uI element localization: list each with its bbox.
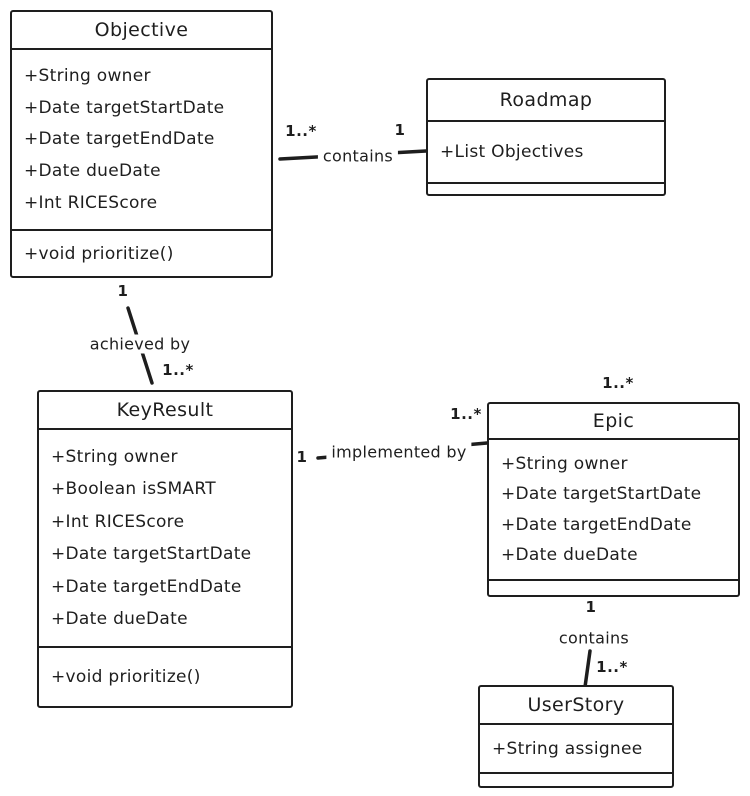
class-epic: Epic +String owner +Date targetStartDate…: [487, 402, 740, 597]
attribute: +Date targetEndDate: [51, 576, 242, 597]
multiplicity-epic-userstory-target: 1..*: [596, 658, 628, 676]
class-epic-methods: [489, 581, 738, 595]
attribute: +Int RICEScore: [51, 511, 185, 532]
attribute: +Date targetStartDate: [501, 484, 702, 505]
multiplicity-objective-roadmap-source: 1..*: [285, 122, 317, 140]
method: +void prioritize(): [51, 667, 201, 687]
attribute: +Date targetEndDate: [24, 129, 215, 150]
class-objective: Objective +String owner +Date targetStar…: [10, 10, 273, 278]
class-epic-attributes: +String owner +Date targetStartDate +Dat…: [489, 440, 738, 581]
class-keyresult-attributes: +String owner +Boolean isSMART +Int RICE…: [39, 430, 291, 648]
multiplicity-objective-roadmap-target: 1: [394, 121, 406, 139]
class-keyresult-name: KeyResult: [39, 392, 291, 430]
attribute: +Date dueDate: [501, 544, 638, 565]
multiplicity-keyresult-epic-source: 1: [296, 448, 308, 466]
multiplicity-floating-above-epic: 1..*: [602, 374, 634, 392]
attribute: +Date targetStartDate: [51, 544, 252, 565]
attribute: +Int RICEScore: [24, 193, 158, 214]
edge-label-objective-keyresult: achieved by: [84, 334, 196, 354]
class-objective-name: Objective: [12, 12, 271, 50]
attribute: +String assignee: [492, 738, 643, 759]
class-epic-name: Epic: [489, 404, 738, 440]
method: +void prioritize(): [24, 243, 174, 264]
class-roadmap: Roadmap +List Objectives: [426, 78, 666, 196]
attribute: +String owner: [501, 454, 628, 475]
attribute: +Boolean isSMART: [51, 479, 216, 500]
class-roadmap-attributes: +List Objectives: [428, 122, 664, 184]
multiplicity-objective-keyresult-source: 1: [117, 282, 129, 300]
edge-epic-userstory: [583, 649, 592, 689]
attribute: +Date targetEndDate: [501, 514, 692, 535]
attribute: +Date targetStartDate: [24, 97, 225, 118]
class-keyresult-methods: +void prioritize(): [39, 648, 291, 706]
class-roadmap-methods: [428, 184, 664, 194]
edge-label-keyresult-epic: implemented by: [326, 442, 472, 462]
class-keyresult: KeyResult +String owner +Boolean isSMART…: [37, 390, 293, 708]
multiplicity-objective-keyresult-target: 1..*: [162, 361, 194, 379]
class-userstory: UserStory +String assignee: [478, 685, 674, 788]
attribute: +Date dueDate: [51, 609, 188, 630]
class-userstory-attributes: +String assignee: [480, 725, 672, 774]
class-objective-methods: +void prioritize(): [12, 231, 271, 276]
edge-label-objective-roadmap: contains: [317, 146, 399, 166]
class-roadmap-name: Roadmap: [428, 80, 664, 122]
edge-label-epic-userstory: contains: [553, 628, 635, 648]
class-userstory-name: UserStory: [480, 687, 672, 725]
attribute: +String owner: [51, 446, 178, 467]
class-userstory-methods: [480, 774, 672, 786]
multiplicity-keyresult-epic-target: 1..*: [450, 405, 482, 423]
multiplicity-epic-userstory-source: 1: [585, 598, 597, 616]
attribute: +List Objectives: [440, 142, 584, 162]
attribute: +Date dueDate: [24, 161, 161, 182]
attribute: +String owner: [24, 65, 151, 86]
class-objective-attributes: +String owner +Date targetStartDate +Dat…: [12, 50, 271, 231]
